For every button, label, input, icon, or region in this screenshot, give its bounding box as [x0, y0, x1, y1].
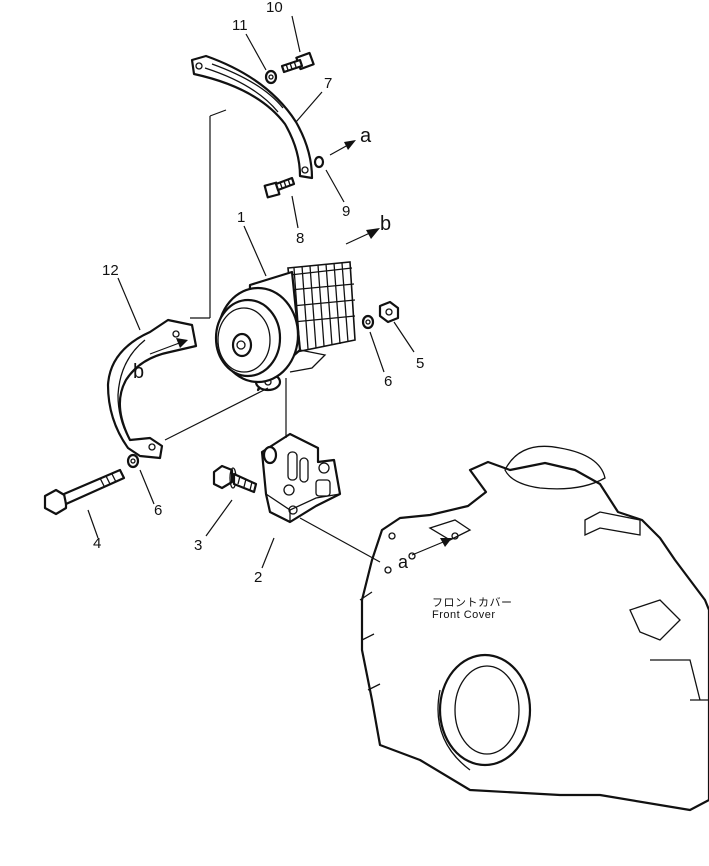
callout-9: 9	[342, 203, 350, 220]
callout-1: 1	[237, 209, 245, 226]
arrow-label-a-top: a	[360, 125, 372, 147]
arrow-label-b-left: b	[133, 361, 144, 383]
callout-3: 3	[194, 537, 202, 554]
bolt-10	[280, 51, 315, 74]
arrow-a-cover	[411, 538, 452, 556]
nut-5	[378, 300, 400, 324]
callout-10: 10	[266, 0, 283, 16]
bolt-4	[43, 468, 126, 516]
bolt-3	[212, 464, 258, 494]
callout-8: 8	[296, 230, 304, 247]
callout-4: 4	[93, 535, 101, 552]
arrow-label-b-top: b	[380, 213, 391, 235]
front-cover-label-en: Front Cover	[432, 609, 496, 621]
washer-6-left	[126, 453, 140, 469]
arrow-label-a-cover: a	[398, 552, 409, 572]
arrow-a-top	[329, 140, 356, 156]
callout-6-left: 6	[154, 502, 162, 519]
pump-bracket	[260, 432, 342, 524]
crank-bore	[437, 653, 532, 771]
assembly-lines	[164, 109, 381, 563]
callout-7: 7	[324, 75, 332, 92]
engine-front-cover	[359, 445, 709, 812]
adjusting-plate	[190, 54, 314, 180]
callout-2: 2	[254, 569, 262, 586]
washer-11	[264, 69, 278, 85]
belt-guard	[106, 318, 198, 460]
callout-12: 12	[102, 262, 119, 279]
washer-6-right	[361, 314, 375, 330]
washer-9	[313, 155, 325, 169]
callout-11: 11	[232, 17, 248, 34]
callout-leaders	[87, 15, 415, 569]
bolt-8	[263, 176, 296, 199]
callout-5: 5	[416, 355, 424, 372]
arrow-b-left	[149, 338, 188, 355]
water-pump	[214, 261, 356, 392]
arrow-b-top	[345, 228, 380, 245]
callout-6-right: 6	[384, 373, 392, 390]
front-cover-label-jp: フロントカバー	[432, 596, 513, 609]
